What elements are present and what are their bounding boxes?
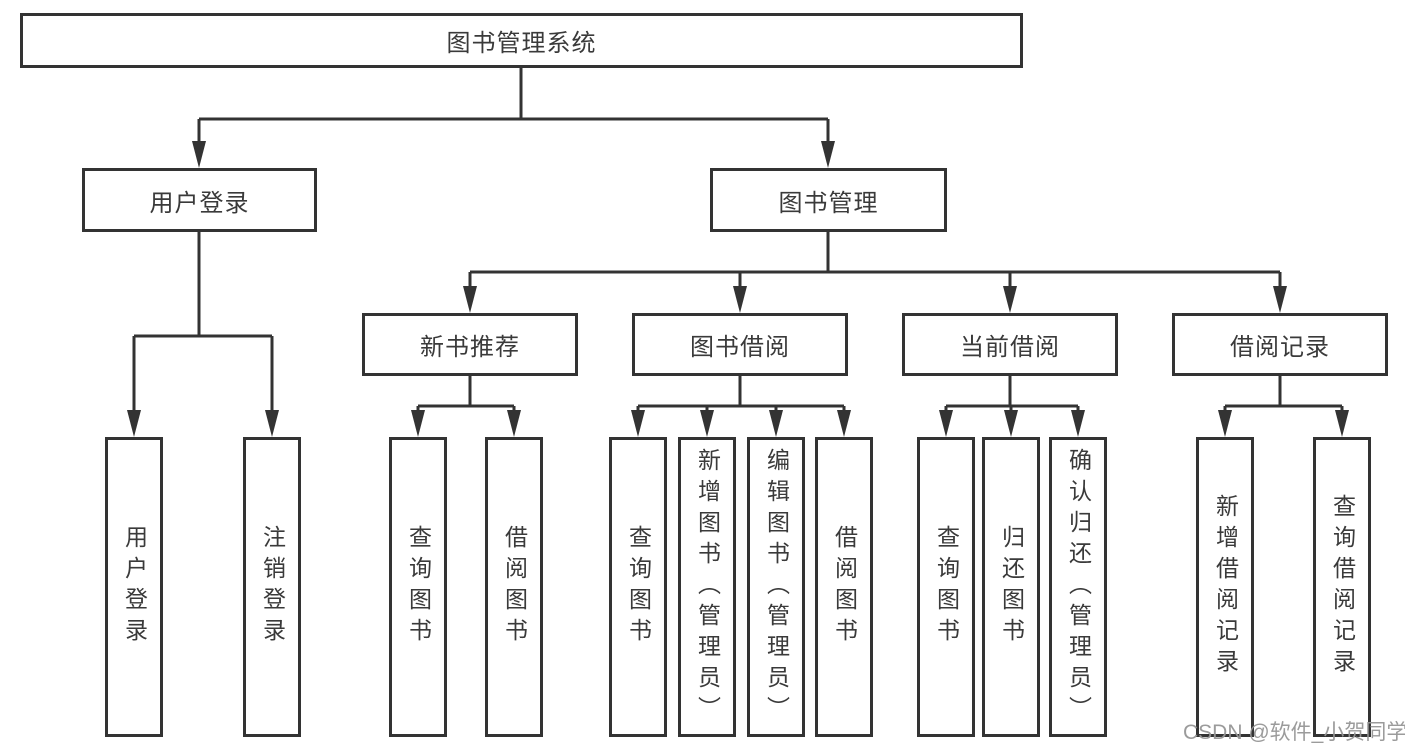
arrowhead-group (127, 141, 1349, 437)
leaf-query-books-3: 查询图书 (917, 437, 975, 737)
leaf-return-books: 归还图书 (982, 437, 1040, 737)
leaf-logout: 注销登录 (243, 437, 301, 737)
leaf-add-borrow-record: 新增借阅记录 (1196, 437, 1254, 737)
leaf-borrow-books-2: 借阅图书 (815, 437, 873, 737)
node-current-borrowing: 当前借阅 (902, 313, 1118, 376)
node-book-borrowing: 图书借阅 (632, 313, 848, 376)
node-new-book-recommend: 新书推荐 (362, 313, 578, 376)
leaf-query-books-1: 查询图书 (389, 437, 447, 737)
leaf-query-books-2: 查询图书 (609, 437, 667, 737)
node-root-system: 图书管理系统 (20, 13, 1023, 68)
leaf-add-books-admin: 新增图书（管理员） (678, 437, 736, 737)
csdn-watermark: CSDN @软件_小贺同学 (1183, 721, 1405, 744)
node-book-management: 图书管理 (710, 168, 947, 232)
node-borrow-records: 借阅记录 (1172, 313, 1388, 376)
leaf-user-login: 用户登录 (105, 437, 163, 737)
leaf-confirm-return-admin: 确认归还（管理员） (1049, 437, 1107, 737)
leaf-borrow-books-1: 借阅图书 (485, 437, 543, 737)
leaf-query-borrow-record: 查询借阅记录 (1313, 437, 1371, 737)
leaf-edit-books-admin: 编辑图书（管理员） (747, 437, 805, 737)
node-user-login-module: 用户登录 (82, 168, 317, 232)
